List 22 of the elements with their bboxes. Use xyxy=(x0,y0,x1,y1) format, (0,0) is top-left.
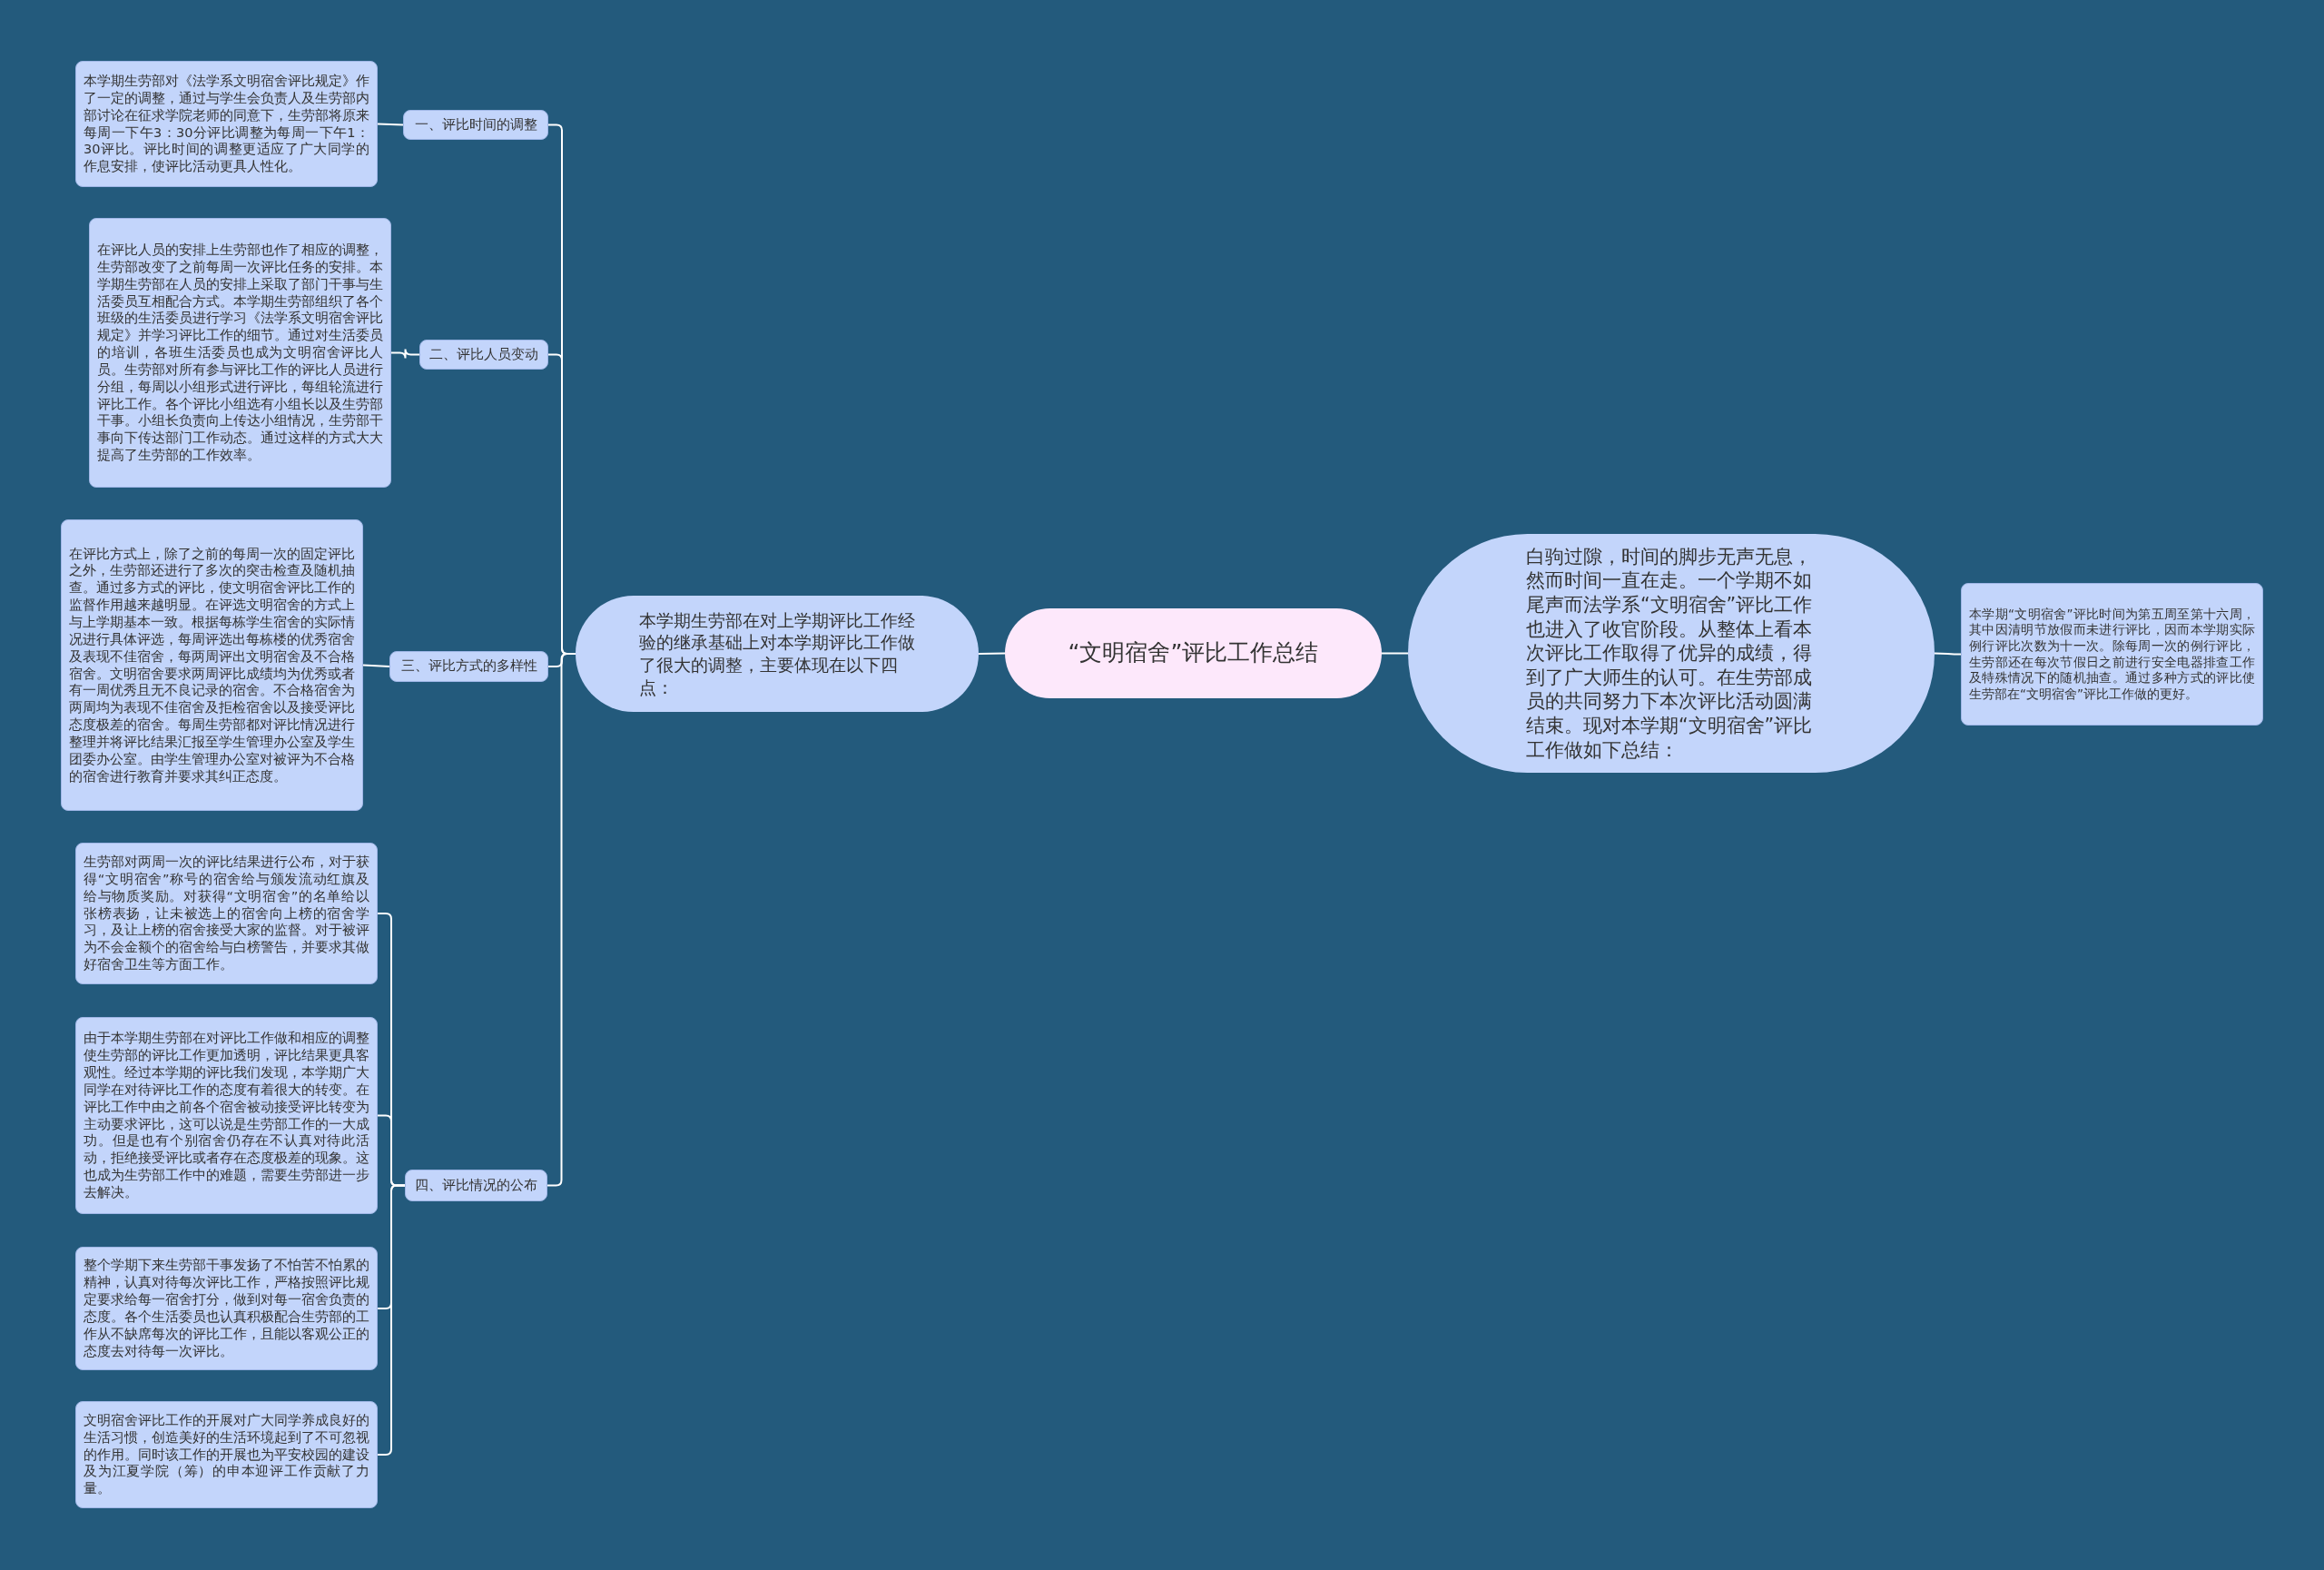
note-box: 本学期生劳部对《法学系文明宿舍评比规定》作了一定的调整，通过与学生会负责人及生劳部内部讨论在征求学院老师的同意下，生劳部将原来每周一下午3：30分评比调整为每周一下午1：30评比。评比时间的调整更适应了广大同学的作息安排，使评比活动更具人性化。 xyxy=(75,61,378,187)
connector-line xyxy=(377,123,404,126)
note-box: 文明宿舍评比工作的开展对广大同学养成良好的生活习惯，创造美好的生活环境起到了不可忽视的作用。同时该工作的开展也为平安校园的建设及为江夏学院（筹）的申本迎评工作贡献了力量。 xyxy=(75,1401,378,1508)
note-box: 整个学期下来生劳部干事发扬了不怕苦不怕累的精神，认真对待每次评比工作，严格按照评比规定要求给每一宿舍打分，做到对每一宿舍负责的态度。各个生活委员也认真积极配合生劳部的工作从不缺席每次的评比工作，且能以客观公正的态度去对待每一次评比。 xyxy=(75,1247,378,1370)
note-box: 本学期“文明宿舍”评比时间为第五周至第十六周，其中因清明节放假而未进行评比，因而本学期实际例行评比次数为十一次。除每周一次的例行评比，生劳部还在每次节假日之前进行安全电器排查工作及特殊情况下的随机抽查。通过多种方式的评比使生劳部在“文明宿舍”评比工作做的更好。 xyxy=(1961,583,2263,726)
connector-line xyxy=(390,348,420,360)
connector-line xyxy=(978,652,1006,655)
connector-line xyxy=(1381,652,1409,655)
note-box: 在评比人员的安排上生劳部也作了相应的调整，生劳部改变了之前每周一次评比任务的安排。本学期生劳部在人员的安排上采取了部门干事与生活委员互相配合方式。本学期生劳部组织了各个班级的生活委员进行学习《法学系文明宿舍评比规定》并学习评比工作的细节。通过对生活委员的培训，各班生活委员也成为文明宿舍评比人员。生劳部对所有参与评比工作的评比人员进行分组，每周以小组形式进行评比，每组轮流进行评比工作。各个评比小组选有小组长以及生劳部干事。小组长负责向上传达小组情况，生劳部干事向下传达部门工作动态。通过这样的方式大大提高了生劳部的工作效率。 xyxy=(89,218,391,488)
topic-pill: 本学期生劳部在对上学期评比工作经验的继承基础上对本学期评比工作做了很大的调整，主要体现在以下四点： xyxy=(576,596,979,712)
branch-box: 一、评比时间的调整 xyxy=(403,110,548,140)
central-topic-pill: “文明宿舍”评比工作总结 xyxy=(1005,608,1382,698)
topic-pill: 白驹过隙，时间的脚步无声无息，然而时间一直在走。一个学期不如尾声而法学系“文明宿舍”评比工作也进入了收官阶段。从整体上看本次评比工作取得了优异的成绩，得到了广大师生的认可。在生劳部成员的共同努力下本次评比活动圆满结束。现对本学期“文明宿舍”评比工作做如下总结： xyxy=(1408,534,1935,773)
connector-line xyxy=(362,664,390,667)
note-box: 在评比方式上，除了之前的每周一次的固定评比之外，生劳部还进行了多次的突击检查及随机抽查。通过多方式的评比，使文明宿舍评比工作的监督作用越来越明显。在评选文明宿舍的方式上与上学期基本一致。根据每栋学生宿舍的实际情况进行具体评选，每周评选出每栋楼的优秀宿舍及表现不佳宿舍，每两周评出文明宿舍及不合格宿舍。文明宿舍要求两周评比成绩均为优秀或者有一周优秀且无不良记录的宿舍。不合格宿舍为两周均为表现不佳宿舍及拒检宿舍以及接受评比态度极差的宿舍。每周生劳部都对评比情况进行整理并将评比结果汇报至学生管理办公室及学生团委办公室。由学生管理办公室对被评为不合格的宿舍进行教育并要求其纠正态度。 xyxy=(61,519,363,811)
note-box: 生劳部对两周一次的评比结果进行公布，对于获得“文明宿舍”称号的宿舍给与颁发流动红旗及给与物质奖励。对获得“文明宿舍”的名单给以张榜表扬，让未被选上的宿舍向上榜的宿舍学习，及让上榜的宿舍接受大家的监督。对于被评为不会金额个的宿舍给与白榜警告，并要求其做好宿舍卫生等方面工作。 xyxy=(75,843,378,984)
branch-box: 三、评比方式的多样性 xyxy=(389,651,548,682)
note-box: 由于本学期生劳部在对评比工作做和相应的调整使生劳部的评比工作更加透明，评比结果更具客观性。经过本学期的评比我们发现，本学期广大同学在对待评比工作的态度有着很大的转变。在评比工作中由之前各个宿舍被动接受评比转变为主动要求评比，这可以说是生劳部工作的一大成功。但是也有个别宿舍仍存在不认真对待此活动，拒绝接受评比或者存在态度极差的现象。这也成为生劳部工作中的难题，需要生劳部进一步去解决。 xyxy=(75,1017,378,1214)
branch-box: 四、评比情况的公布 xyxy=(405,1170,547,1201)
connector-line xyxy=(377,1184,406,1456)
connector-line xyxy=(1934,652,1962,656)
branch-box: 二、评比人员变动 xyxy=(419,340,548,370)
